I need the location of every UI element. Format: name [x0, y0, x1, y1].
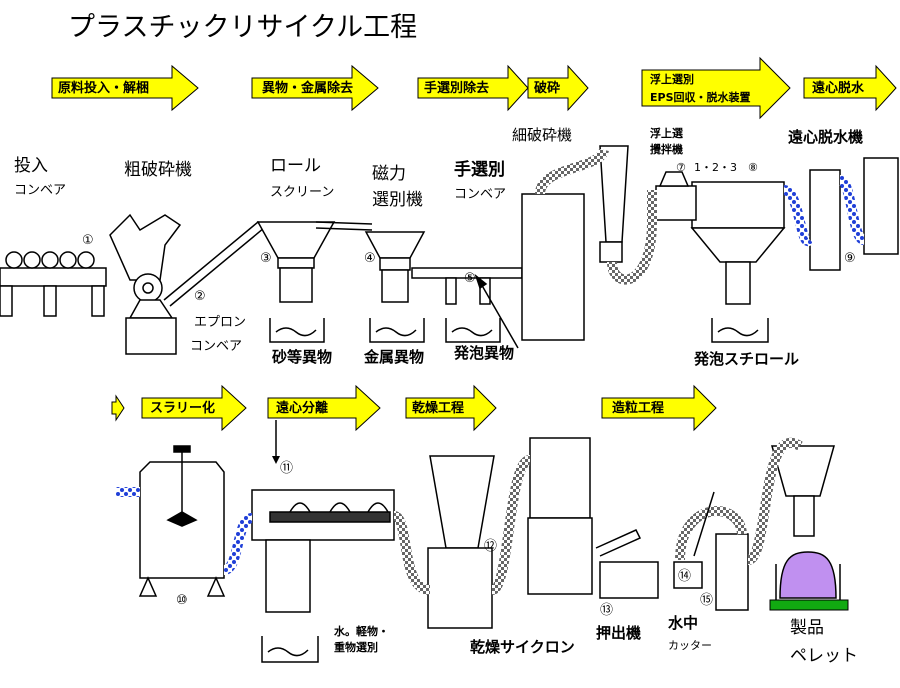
stage-label-1: 原料投入・解梱	[58, 81, 150, 96]
float-tank	[691, 181, 785, 229]
marker-5: ⑤	[464, 271, 476, 286]
label-dry-cyclone: 乾燥サイクロン	[470, 638, 575, 656]
label-apron2: コンベア	[190, 339, 243, 354]
label-crusher: 粗破砕機	[124, 160, 192, 180]
centrifugal-dewater-2	[863, 157, 899, 255]
marker-13: ⑬	[600, 603, 614, 618]
stage-arrow-4	[527, 64, 589, 112]
stage-label-5b: EPS回収・脱水装置	[650, 91, 751, 104]
label-float2: 攪拌機	[650, 143, 683, 156]
stage-arrow-7	[141, 384, 247, 432]
label-underwater2: カッター	[668, 639, 712, 652]
marker-9: ⑨	[844, 251, 856, 266]
marker-7: ⑦	[676, 161, 686, 174]
stage-arrow-5	[641, 56, 791, 120]
marker-14: ⑭	[678, 569, 692, 584]
extruder	[599, 561, 659, 599]
stage-arrow-9	[405, 384, 497, 432]
marker-1: ①	[82, 233, 94, 248]
stage-label-2: 異物・金属除去	[262, 81, 354, 96]
label-hand2: コンベア	[454, 187, 507, 202]
label-magnet2: 選別機	[372, 190, 423, 210]
marker-3: ③	[260, 251, 272, 266]
label-foam: 発泡異物	[454, 344, 515, 362]
marker-10: ⑩	[176, 593, 188, 608]
label-apron1: エプロン	[194, 315, 247, 330]
marker-8: ⑧	[748, 161, 758, 174]
label-centrifuge: 遠心脱水機	[788, 128, 864, 146]
coarse-crusher	[109, 213, 182, 281]
stage-arrow-1	[51, 64, 199, 112]
granulator-hopper	[529, 437, 591, 519]
label-hand1: 手選別	[454, 160, 505, 180]
feed-conveyor	[0, 267, 107, 287]
label-screen: スクリーン	[270, 185, 335, 200]
stage-arrow-3	[417, 64, 529, 112]
stage-label-8: 遠心分離	[276, 401, 329, 416]
label-water2: 重物選別	[334, 641, 378, 654]
label-magnet1: 磁力	[372, 164, 406, 184]
label-product1: 製品	[790, 618, 824, 638]
label-eps: 発泡スチロール	[694, 350, 800, 368]
label-conveyor1: コンベア	[14, 183, 67, 198]
diagram-title: プラスチックリサイクル工程	[68, 12, 418, 43]
stage-label-3: 手選別除去	[424, 81, 490, 96]
label-toshou: 投入	[14, 156, 48, 176]
stage-arrow-0	[111, 394, 125, 422]
stage-arrow-10	[601, 384, 717, 432]
stage-arrow-2	[251, 64, 379, 112]
dryer-hopper	[429, 455, 495, 549]
centrifugal-dewater-1	[809, 169, 841, 271]
stage-label-7: スラリー化	[150, 401, 216, 416]
fine-crusher	[521, 193, 585, 341]
stage-arrow-8	[267, 384, 381, 432]
underwater-cutter	[673, 561, 703, 589]
marker-2: ②	[194, 289, 206, 304]
marker-11: ⑪	[280, 461, 294, 476]
stage-arrow-6	[803, 64, 897, 112]
stage-label-9: 乾燥工程	[412, 401, 465, 416]
stage-label-6: 遠心脱水	[812, 81, 865, 96]
stage-label-4: 破砕	[534, 81, 561, 96]
label-water1: 水。軽物・	[334, 625, 389, 638]
marker-15: ⑮	[700, 593, 714, 608]
marker-12: ⑫	[484, 539, 498, 554]
label-roll: ロール	[270, 156, 321, 176]
stage-label-10: 造粒工程	[612, 401, 665, 416]
label-extruder: 押出機	[596, 624, 642, 642]
product-pellets	[779, 551, 837, 599]
stage-label-5a: 浮上選別	[650, 73, 694, 86]
label-nums123: 1・2・3	[694, 161, 737, 174]
marker-4: ④	[364, 251, 376, 266]
label-float1: 浮上選	[650, 127, 683, 140]
product-base	[769, 599, 849, 611]
label-sand: 砂等異物	[272, 348, 333, 366]
label-underwater1: 水中	[668, 614, 699, 632]
label-metal: 金属異物	[364, 348, 425, 366]
label-product2: ペレット	[790, 646, 858, 666]
label-fine-crusher: 細破砕機	[512, 126, 573, 144]
